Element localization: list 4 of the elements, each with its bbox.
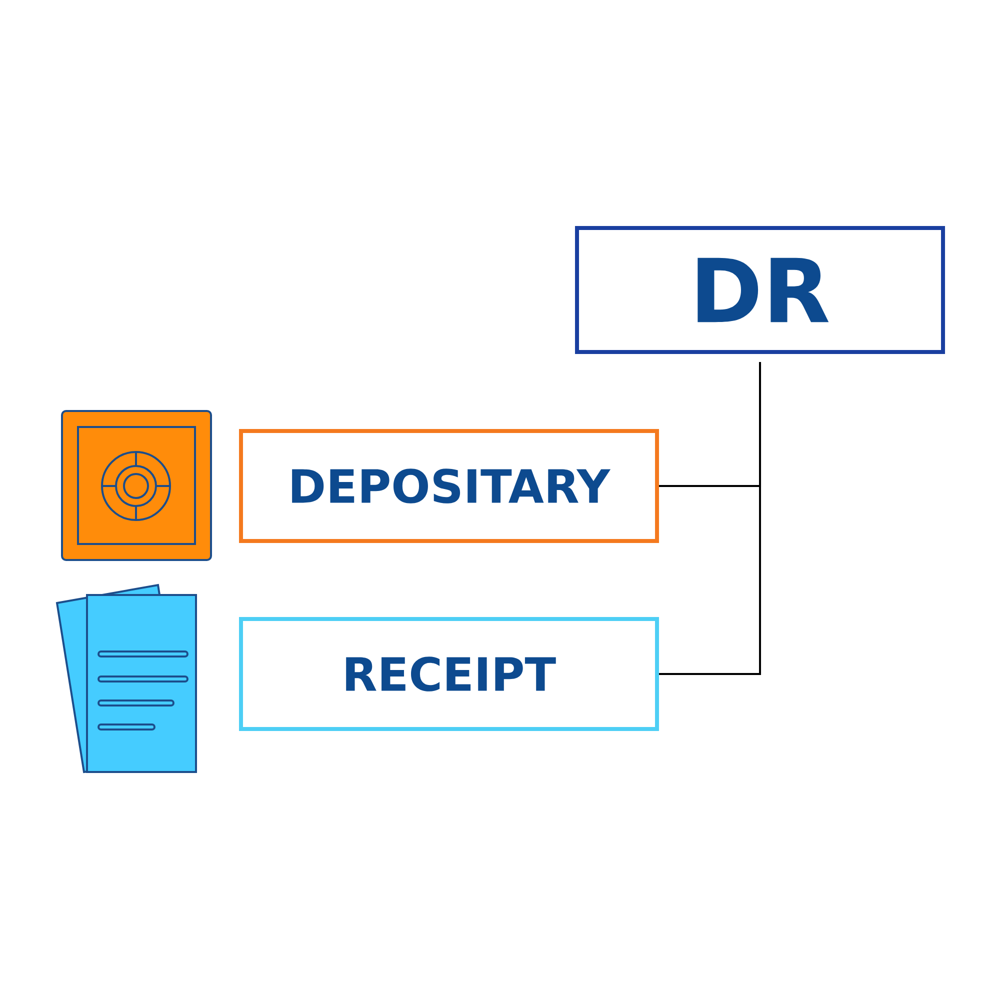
term-box: RECEIPT [239, 617, 659, 731]
connector-line [659, 362, 762, 675]
title-box: DR [575, 226, 946, 354]
term-box: DEPOSITARY [239, 429, 659, 543]
